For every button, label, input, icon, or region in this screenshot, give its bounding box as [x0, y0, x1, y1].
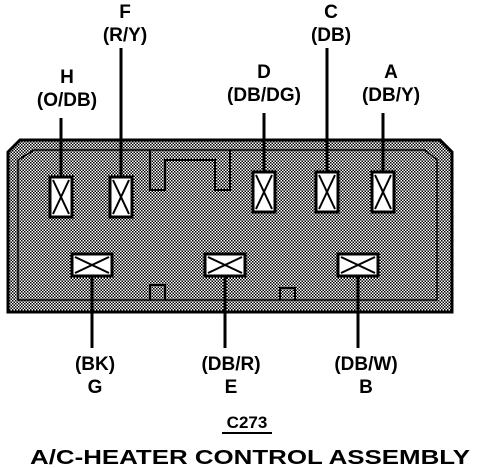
pin-d-color: (DB/DG) — [227, 85, 301, 106]
pin-a-color: (DB/Y) — [362, 85, 420, 106]
pin-a-letter: A — [384, 62, 398, 83]
connector-body — [6, 138, 454, 314]
pin-h-letter: H — [60, 67, 74, 88]
terminal-f — [108, 175, 134, 219]
pin-b-letter: B — [359, 377, 373, 398]
pin-e-letter: E — [225, 377, 238, 398]
terminal-d — [251, 170, 277, 214]
pin-c-color: (DB) — [311, 25, 351, 46]
terminal-b — [336, 252, 380, 278]
pin-h-color: (O/DB) — [37, 90, 97, 111]
assembly-name: A/C-HEATER CONTROL ASSEMBLY — [30, 447, 471, 468]
pin-e-color: (DB/R) — [201, 354, 260, 375]
connector-id: C273 — [227, 413, 268, 432]
terminal-h — [48, 175, 74, 219]
pin-f-color: (R/Y) — [103, 25, 147, 46]
terminal-a — [370, 170, 396, 214]
terminal-e — [203, 252, 247, 278]
terminal-c — [314, 170, 340, 214]
terminal-g — [70, 252, 114, 278]
pin-f-letter: F — [119, 2, 131, 23]
pin-d-letter: D — [257, 62, 271, 83]
pin-g-letter: G — [88, 377, 103, 398]
pin-c-letter: C — [324, 2, 338, 23]
pin-b-color: (DB/W) — [334, 354, 397, 375]
leader-lines — [59, 48, 385, 348]
pin-g-color: (BK) — [75, 354, 115, 375]
